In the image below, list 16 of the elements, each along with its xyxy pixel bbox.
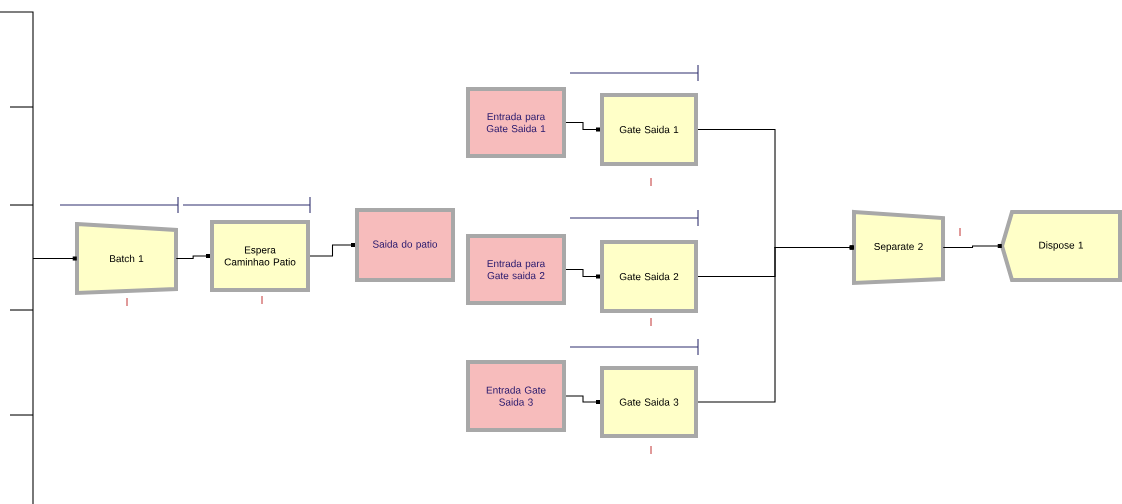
module-box: Espera Caminhao Patio bbox=[210, 220, 310, 292]
module-box: Entrada para Gate saida 2 bbox=[466, 234, 566, 305]
module-box: Entrada Gate Saida 3 bbox=[466, 360, 566, 432]
connector bbox=[175, 254, 210, 260]
module-box: Gate Saida 3 bbox=[600, 366, 698, 438]
module-box: Saida do patio bbox=[355, 208, 455, 282]
connector bbox=[309, 243, 355, 257]
connector bbox=[565, 121, 600, 132]
connector bbox=[565, 395, 600, 404]
module-box: Gate Saida 2 bbox=[600, 240, 698, 313]
connector bbox=[32, 256, 77, 261]
connector bbox=[697, 245, 854, 403]
connector bbox=[565, 268, 600, 279]
module-box: Entrada para Gate Saida 1 bbox=[466, 87, 566, 158]
connector bbox=[942, 244, 1002, 249]
module-box: Gate Saida 1 bbox=[600, 93, 698, 166]
